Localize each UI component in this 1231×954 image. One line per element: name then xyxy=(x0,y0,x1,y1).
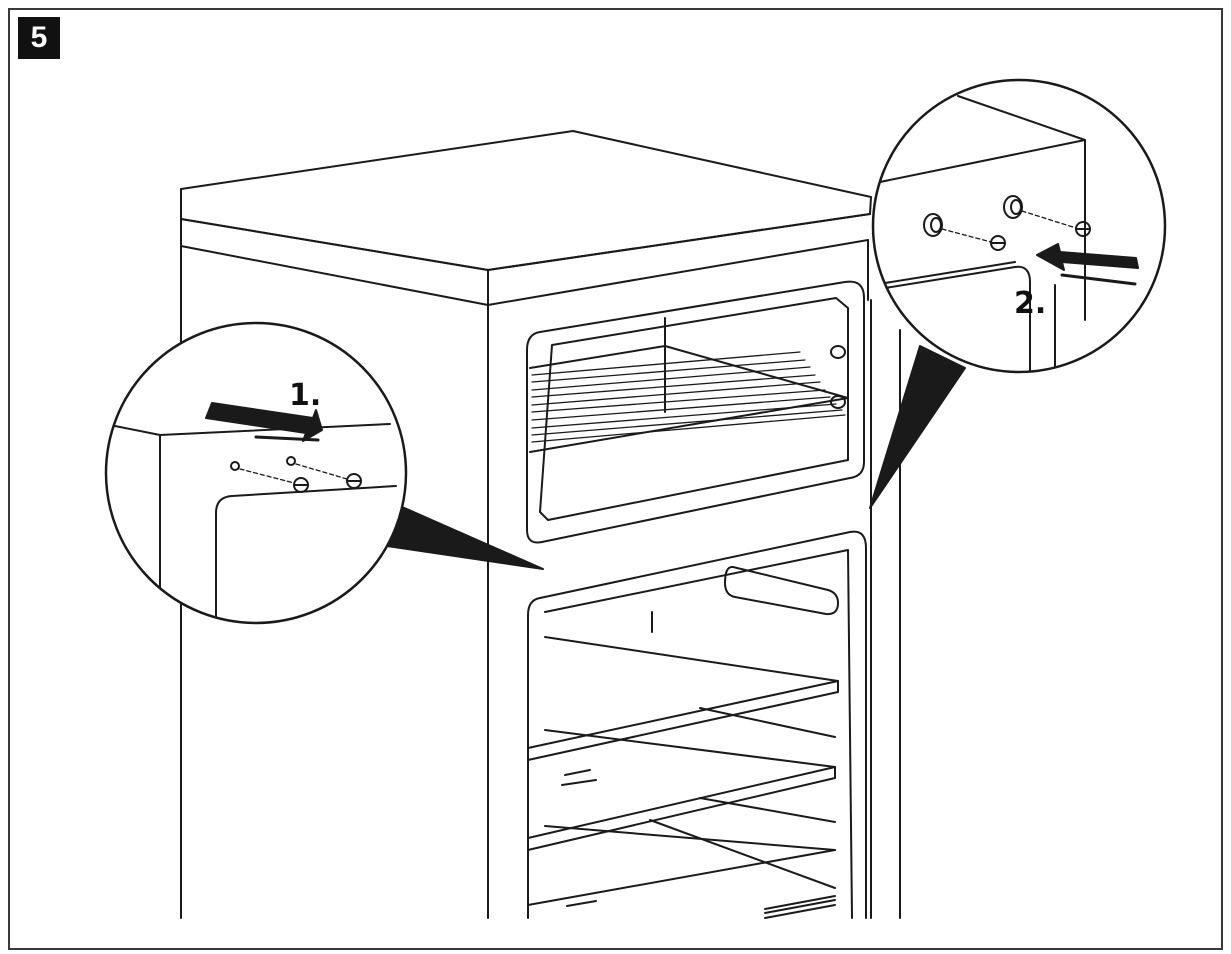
callout-pointer-2 xyxy=(869,345,966,509)
wire-shelf xyxy=(531,351,846,443)
callout-label-2: 2. xyxy=(1014,286,1047,321)
step-number-badge: 5 xyxy=(18,17,60,59)
fridge-compartment xyxy=(527,530,867,919)
callout-pointer-1 xyxy=(379,502,544,570)
magnifier-right xyxy=(871,78,1167,374)
callout-label-1: 1. xyxy=(289,378,322,413)
magnifier-left xyxy=(104,321,408,625)
freezer-compartment xyxy=(526,280,865,544)
